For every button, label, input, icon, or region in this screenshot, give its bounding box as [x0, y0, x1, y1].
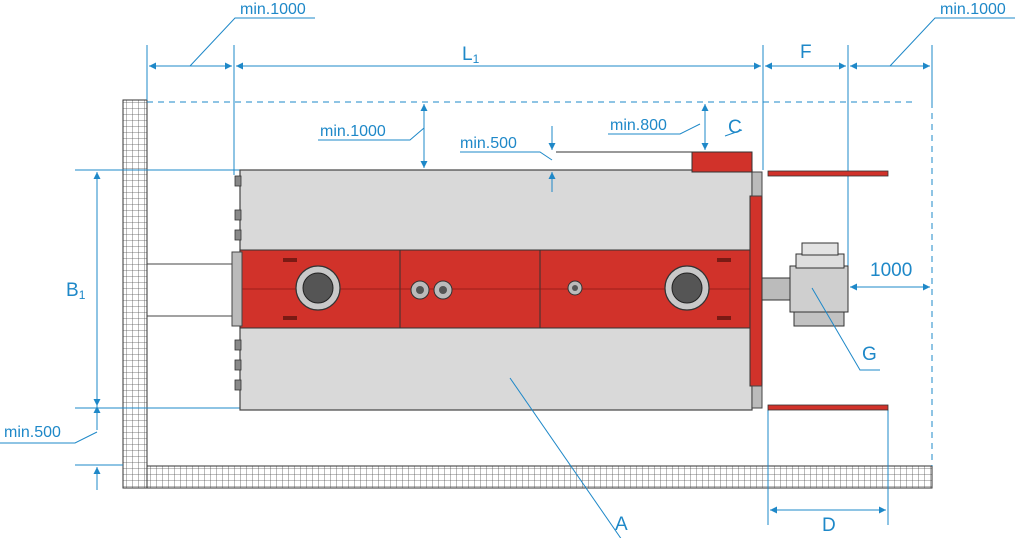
label-f: F — [800, 42, 812, 63]
wall-bottom — [146, 465, 933, 489]
label-min800: min.800 — [610, 117, 667, 134]
nozzle-flange-icon — [410, 280, 583, 300]
label-l1: L1 — [462, 44, 480, 66]
label-min1000-top-right: min.1000 — [940, 1, 1006, 18]
label-min500-bottom: min.500 — [4, 424, 61, 441]
label-g: G — [862, 344, 877, 365]
burner-rail-top — [767, 170, 889, 177]
label-min1000-top-left: min.1000 — [240, 1, 306, 18]
extension-lines — [75, 45, 933, 525]
wall-left — [122, 99, 148, 489]
label-b1: B1 — [66, 280, 86, 302]
component-c — [691, 151, 753, 173]
boiler-end-plate — [749, 195, 763, 387]
label-1000: 1000 — [870, 260, 912, 281]
label-a: A — [615, 514, 628, 535]
manhole-flange-icon — [295, 265, 341, 311]
label-d: D — [822, 515, 836, 536]
burner-g — [761, 242, 849, 327]
label-min1000-side: min.1000 — [320, 123, 386, 140]
manhole-flange-icon — [664, 265, 710, 311]
leader-lines — [0, 17, 1015, 538]
burner-rail-bottom — [767, 404, 889, 411]
label-c: C — [728, 117, 742, 138]
label-min500-top: min.500 — [460, 135, 517, 152]
